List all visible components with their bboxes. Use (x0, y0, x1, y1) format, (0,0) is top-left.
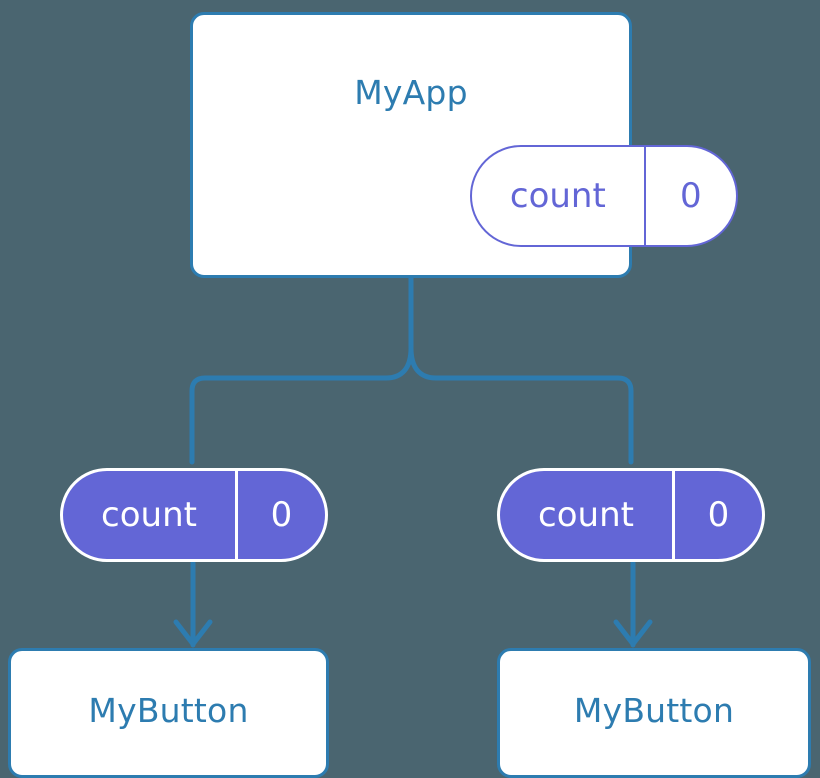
connector-arrow-right (613, 560, 653, 648)
state-pill-value: 0 (643, 147, 736, 245)
connector-branch-right (408, 345, 634, 465)
component-title-mybutton-right: MyButton (573, 691, 735, 730)
component-title-mybutton-left: MyButton (88, 691, 249, 730)
prop-pill-value-left: 0 (235, 471, 325, 559)
state-pill-key: count (509, 176, 606, 216)
component-box-mybutton-right[interactable]: MyButton (497, 648, 811, 778)
prop-pill-key-right: count (538, 495, 634, 535)
component-title-myapp: MyApp (354, 73, 468, 112)
connector-branch-left (189, 345, 414, 465)
prop-pill-value-right: 0 (672, 471, 762, 559)
state-pill-count[interactable]: count 0 (470, 145, 738, 247)
prop-pill-count-right[interactable]: count 0 (497, 468, 765, 562)
prop-pill-key-left: count (101, 495, 197, 535)
component-box-myapp[interactable]: MyApp count 0 (190, 12, 738, 278)
component-box-mybutton-left[interactable]: MyButton (8, 648, 329, 778)
connector-arrow-left (173, 560, 213, 648)
prop-pill-count-left[interactable]: count 0 (60, 468, 328, 562)
